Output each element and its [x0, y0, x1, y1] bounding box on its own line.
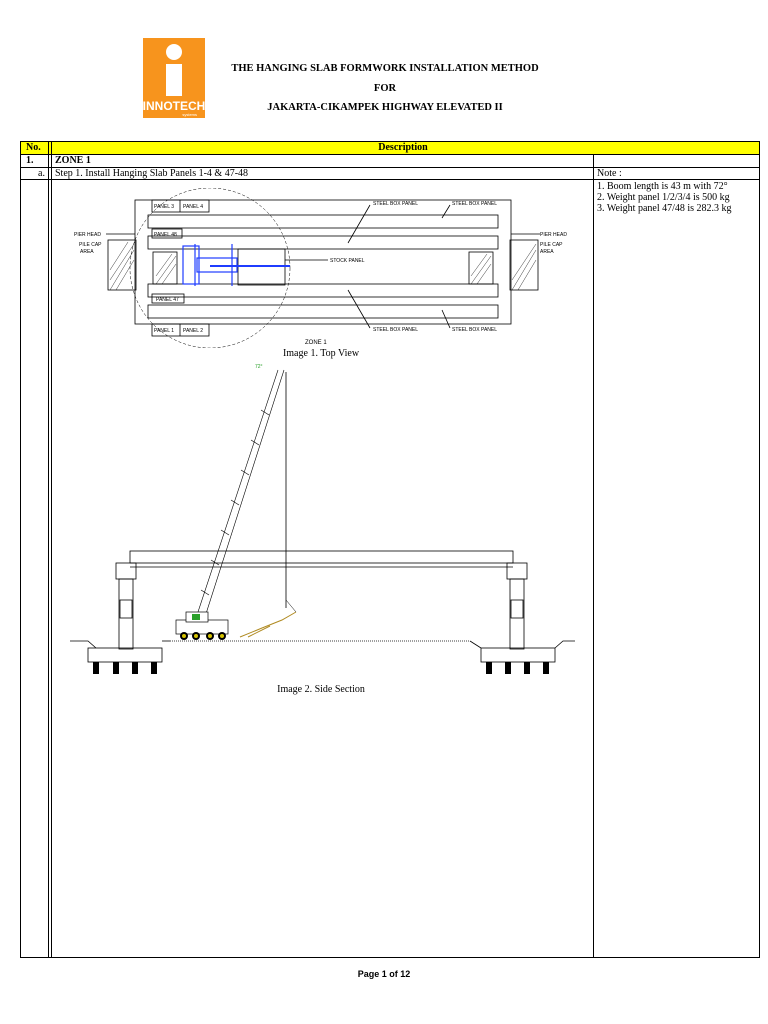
side-section-drawing: 72° [70, 364, 575, 674]
logo-text: INNOTECH [143, 99, 205, 113]
page-number: Page 1 of 12 [357, 969, 411, 979]
image1-caption: Image 1. Top View [282, 348, 360, 359]
row-number: 1. [26, 155, 34, 166]
label-steel-box-panel: STEEL BOX PANEL [452, 201, 497, 207]
boom-angle-tag: 72° [255, 364, 263, 370]
image2-caption: Image 2. Side Section [277, 684, 365, 695]
label-pier-head-left: PIER HEAD [74, 232, 101, 238]
note-title: Note : [597, 168, 622, 179]
note-list: 1. Boom length is 43 m with 72° 2. Weigh… [597, 181, 732, 214]
label-stock-panel: STOCK PANEL [330, 258, 365, 264]
top-view-drawing: PANEL 3 PANEL 4 PANEL 48 PANEL 47 PANEL … [74, 188, 567, 348]
section-title: ZONE 1 [55, 155, 91, 166]
column-header-description: Description [378, 142, 428, 153]
label-panel-47: PANEL 47 [156, 297, 179, 303]
table-header-fill [21, 142, 759, 154]
label-panel-3: PANEL 3 [154, 204, 174, 210]
label-panel-4: PANEL 4 [183, 204, 203, 210]
innotech-logo: INNOTECH systems [143, 38, 205, 118]
label-pile-cap-right: PILE CAP [540, 242, 563, 248]
label-area-left: AREA [80, 249, 94, 255]
label-steel-box-panel: STEEL BOX PANEL [373, 327, 418, 333]
note-item: 1. Boom length is 43 m with 72° [597, 181, 728, 192]
label-panel-2: PANEL 2 [183, 328, 203, 334]
logo-subtext: systems [182, 112, 197, 117]
document-title: THE HANGING SLAB FORMWORK INSTALLATION M… [231, 63, 539, 74]
document-title-for: FOR [373, 83, 397, 94]
label-steel-box-panel: STEEL BOX PANEL [373, 201, 418, 207]
column-header-no: No. [26, 142, 41, 153]
note-item: 3. Weight panel 47/48 is 282.3 kg [597, 203, 732, 214]
label-pier-head-right: PIER HEAD [540, 232, 567, 238]
step-letter: a. [38, 168, 45, 179]
step-description: Step 1. Install Hanging Slab Panels 1-4 … [55, 168, 249, 179]
zone-label: ZONE 1 [305, 340, 327, 346]
label-pile-cap-left: PILE CAP [79, 242, 102, 248]
note-item: 2. Weight panel 1/2/3/4 is 500 kg [597, 192, 730, 203]
label-area-right: AREA [540, 249, 554, 255]
label-steel-box-panel: STEEL BOX PANEL [452, 327, 497, 333]
document-subtitle: JAKARTA-CIKAMPEK HIGHWAY ELEVATED II [267, 102, 503, 113]
label-panel-48: PANEL 48 [154, 232, 177, 238]
label-panel-1: PANEL 1 [154, 328, 174, 334]
